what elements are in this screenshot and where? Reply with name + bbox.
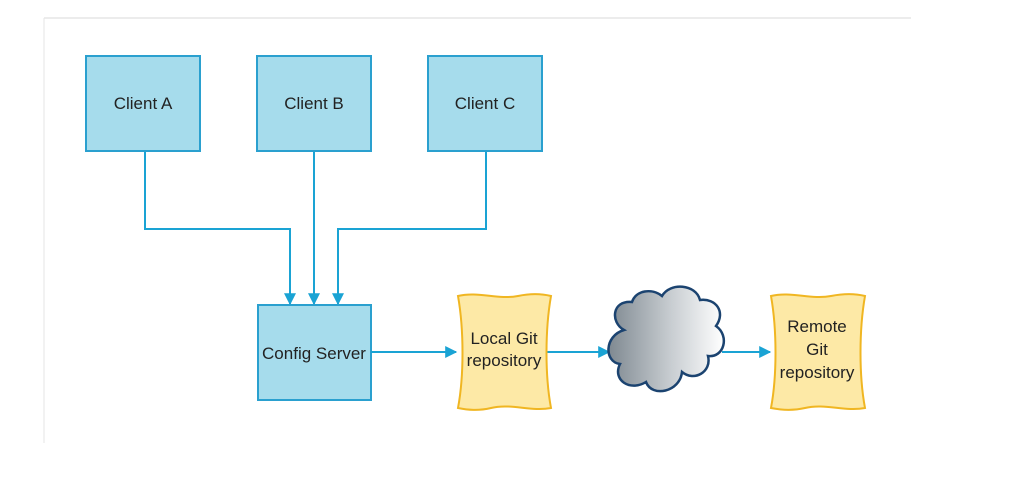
connector-client-c <box>332 151 487 306</box>
figure-frame <box>43 17 911 443</box>
remote-git-repository: Remote Git repository <box>769 293 867 411</box>
remote-repo-line-2: Git <box>806 340 828 359</box>
remote-repo-line-1: Remote <box>787 317 847 336</box>
client-box-c: Client C <box>427 55 543 152</box>
local-repo-line-1: Local Git <box>470 329 537 348</box>
local-repo-line-2: repository <box>467 351 542 370</box>
cloud-icon <box>607 285 726 393</box>
config-server-label: Config Server <box>262 344 366 363</box>
client-box-b: Client B <box>256 55 372 152</box>
client-c-label: Client C <box>455 94 515 113</box>
local-git-repository: Local Git repository <box>456 293 553 411</box>
remote-repo-line-3: repository <box>780 363 855 382</box>
client-box-a: Client A <box>85 55 201 152</box>
client-a-label: Client A <box>114 94 173 113</box>
client-b-label: Client B <box>284 94 344 113</box>
config-server-box: Config Server <box>257 304 372 401</box>
client-connectors <box>144 151 487 306</box>
connector-client-a <box>144 151 296 306</box>
